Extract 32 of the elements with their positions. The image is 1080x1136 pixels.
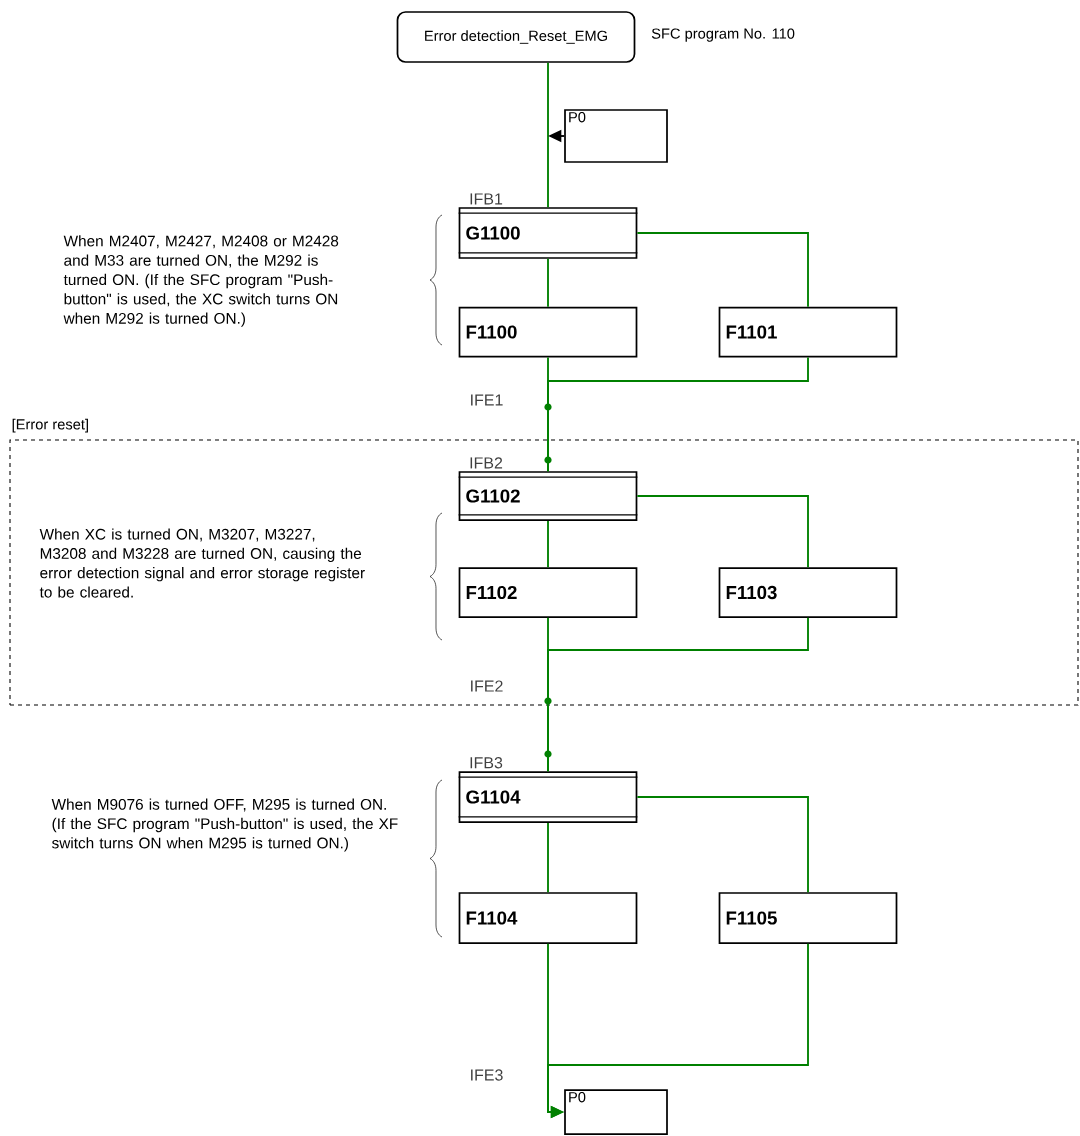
step-box: F1101: [718, 306, 898, 358]
step-box: F1100: [458, 306, 638, 358]
connector: [636, 796, 809, 894]
step-box: F1105: [718, 892, 898, 944]
connector: [547, 519, 549, 569]
connector: [547, 61, 549, 209]
step-tag: IFB2: [470, 457, 503, 469]
jump-box: P0: [564, 1089, 668, 1135]
connector: [636, 495, 809, 569]
step-tag: IFE1: [471, 394, 503, 406]
note-text: When XC is turned ON, M3207, M3227, M3208 and M3228 are turned ON, causing the error detection signal and error storage register to be cleared.: [39, 528, 365, 598]
jump-box: P0: [564, 109, 668, 163]
step-box: F1102: [458, 567, 638, 618]
step-tag: IFE3: [471, 1069, 503, 1081]
block-box: G1100: [458, 207, 638, 259]
program-label: SFC program No. 110: [651, 28, 795, 42]
step-tag: IFB1: [470, 193, 503, 205]
connector: [636, 232, 809, 308]
note-text: When M9076 is turned OFF, M295 is turned ON. (If the SFC program "Push-button" is used, the XF switch turns ON when M295 is turned ON.): [51, 798, 398, 852]
block-box: G1102: [458, 471, 638, 521]
step-box: F1104: [458, 892, 638, 944]
block-box: G1104: [458, 771, 638, 823]
connector: [547, 356, 809, 473]
note-text: When M2407, M2427, M2408 or M2428 and M33 are turned ON, the M292 is turned ON. (If the SFC program "Push-button" is used, the XC switch turns ON when M292 is turned ON.): [63, 235, 339, 327]
step-tag: IFE2: [471, 680, 503, 692]
start-box: Error detection_Reset_EMG: [396, 11, 636, 63]
connector: [547, 257, 549, 308]
connector: [547, 821, 549, 894]
connector: [547, 616, 809, 773]
step-box: F1103: [718, 567, 898, 618]
region-heading: [Error reset]: [12, 418, 88, 433]
step-tag: IFB3: [470, 757, 503, 769]
